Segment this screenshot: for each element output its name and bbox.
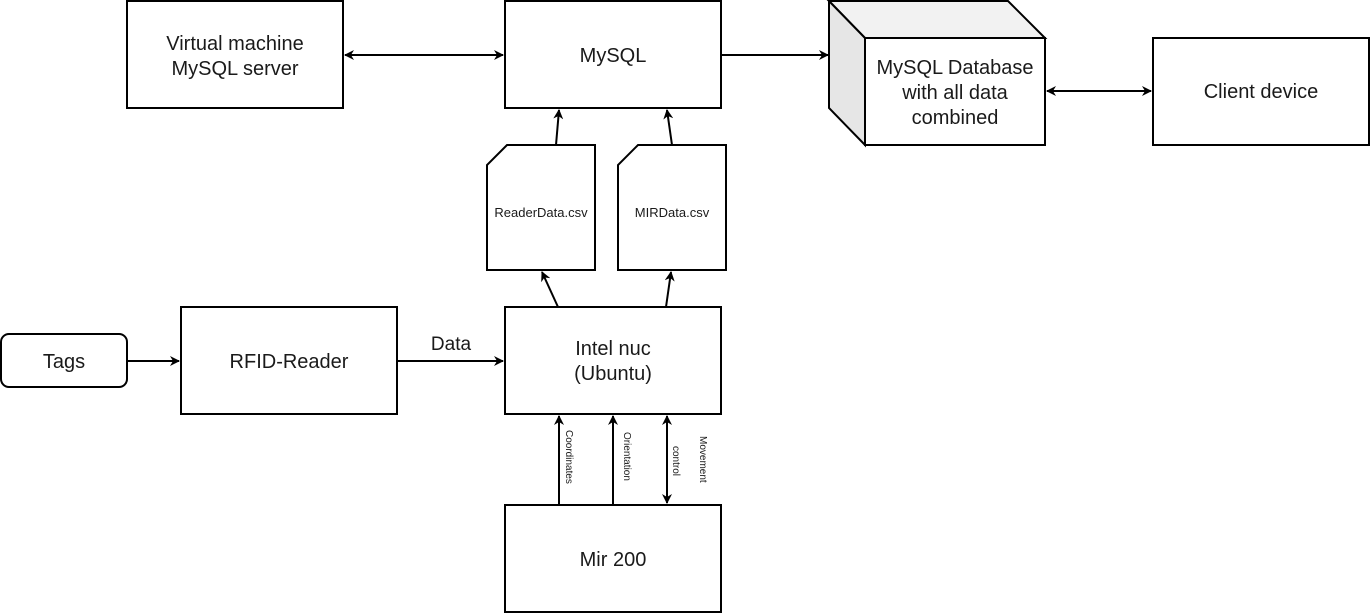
edge-label-movement-line2: control (670, 446, 681, 476)
vm-label-line1: Virtual machine (166, 33, 303, 55)
client-label: Client device (1204, 81, 1319, 103)
tags-node[interactable]: Tags (0, 333, 128, 388)
edge-label-movement-line1: Movement (697, 436, 708, 483)
mir-csv-label: MIRData.csv (635, 205, 710, 220)
vm-node[interactable]: Virtual machine MySQL server (126, 0, 344, 109)
reader-csv-node[interactable]: ReaderData.csv (486, 144, 596, 271)
intel-nuc-label-line1: Intel nuc (575, 338, 651, 360)
edge-nuc-mircsv (664, 271, 675, 308)
mir200-node[interactable]: Mir 200 (504, 504, 722, 613)
tags-label: Tags (43, 351, 85, 373)
edge-label-orientation: Orientation (621, 432, 632, 481)
mysql-node[interactable]: MySQL (504, 0, 722, 109)
edge-mircsv-mysql (663, 109, 674, 146)
edge-label-data: Data (431, 334, 472, 355)
mir-csv-node[interactable]: MIRData.csv (617, 144, 727, 271)
reader-csv-label: ReaderData.csv (494, 205, 588, 220)
edge-label-coordinates: Coordinates (563, 430, 574, 484)
rfid-reader-label: RFID-Reader (230, 351, 349, 373)
intel-nuc-label-line2: (Ubuntu) (574, 363, 652, 385)
edge-nuc-readercsv (541, 271, 559, 308)
database-label-line1: MySQL Database (876, 57, 1033, 79)
vm-label-line2: MySQL server (171, 58, 298, 80)
mir200-label: Mir 200 (580, 549, 647, 571)
intel-nuc-node[interactable]: Intel nuc (Ubuntu) (504, 306, 722, 415)
mysql-label: MySQL (580, 45, 647, 67)
client-node[interactable]: Client device (1152, 37, 1370, 146)
database-node[interactable]: MySQL Database with all data combined (826, 0, 1048, 148)
database-label-line2: with all data (901, 82, 1008, 104)
database-label-line3: combined (912, 107, 999, 129)
rfid-reader-node[interactable]: RFID-Reader (180, 306, 398, 415)
edge-readercsv-mysql (553, 109, 564, 146)
